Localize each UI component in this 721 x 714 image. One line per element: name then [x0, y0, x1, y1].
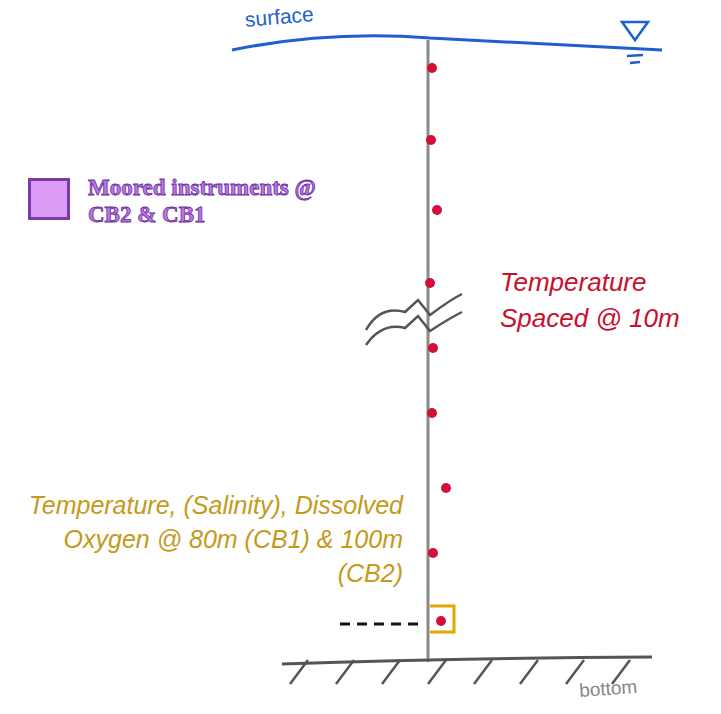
instrument-bracket — [430, 606, 454, 632]
bottom-label: bottom — [578, 676, 637, 702]
depth-line — [340, 623, 424, 626]
legend-text: Moored instruments @ CB2 & CB1 — [88, 174, 338, 228]
instrument-note: Temperature, (Salinity), Dissolved Oxyge… — [8, 488, 403, 590]
water-level-tick — [627, 55, 643, 56]
temperature-sensors — [425, 63, 451, 626]
surface-label: surface — [244, 2, 315, 32]
water-level-tick — [630, 62, 640, 63]
break-symbol — [366, 312, 462, 345]
water-level-symbol — [622, 22, 648, 40]
surface-line — [232, 36, 662, 50]
break-symbol — [366, 294, 462, 330]
legend-swatch — [28, 178, 70, 220]
seabed-line — [282, 657, 652, 664]
sensor-note: Temperature Spaced @ 10m — [500, 264, 715, 336]
